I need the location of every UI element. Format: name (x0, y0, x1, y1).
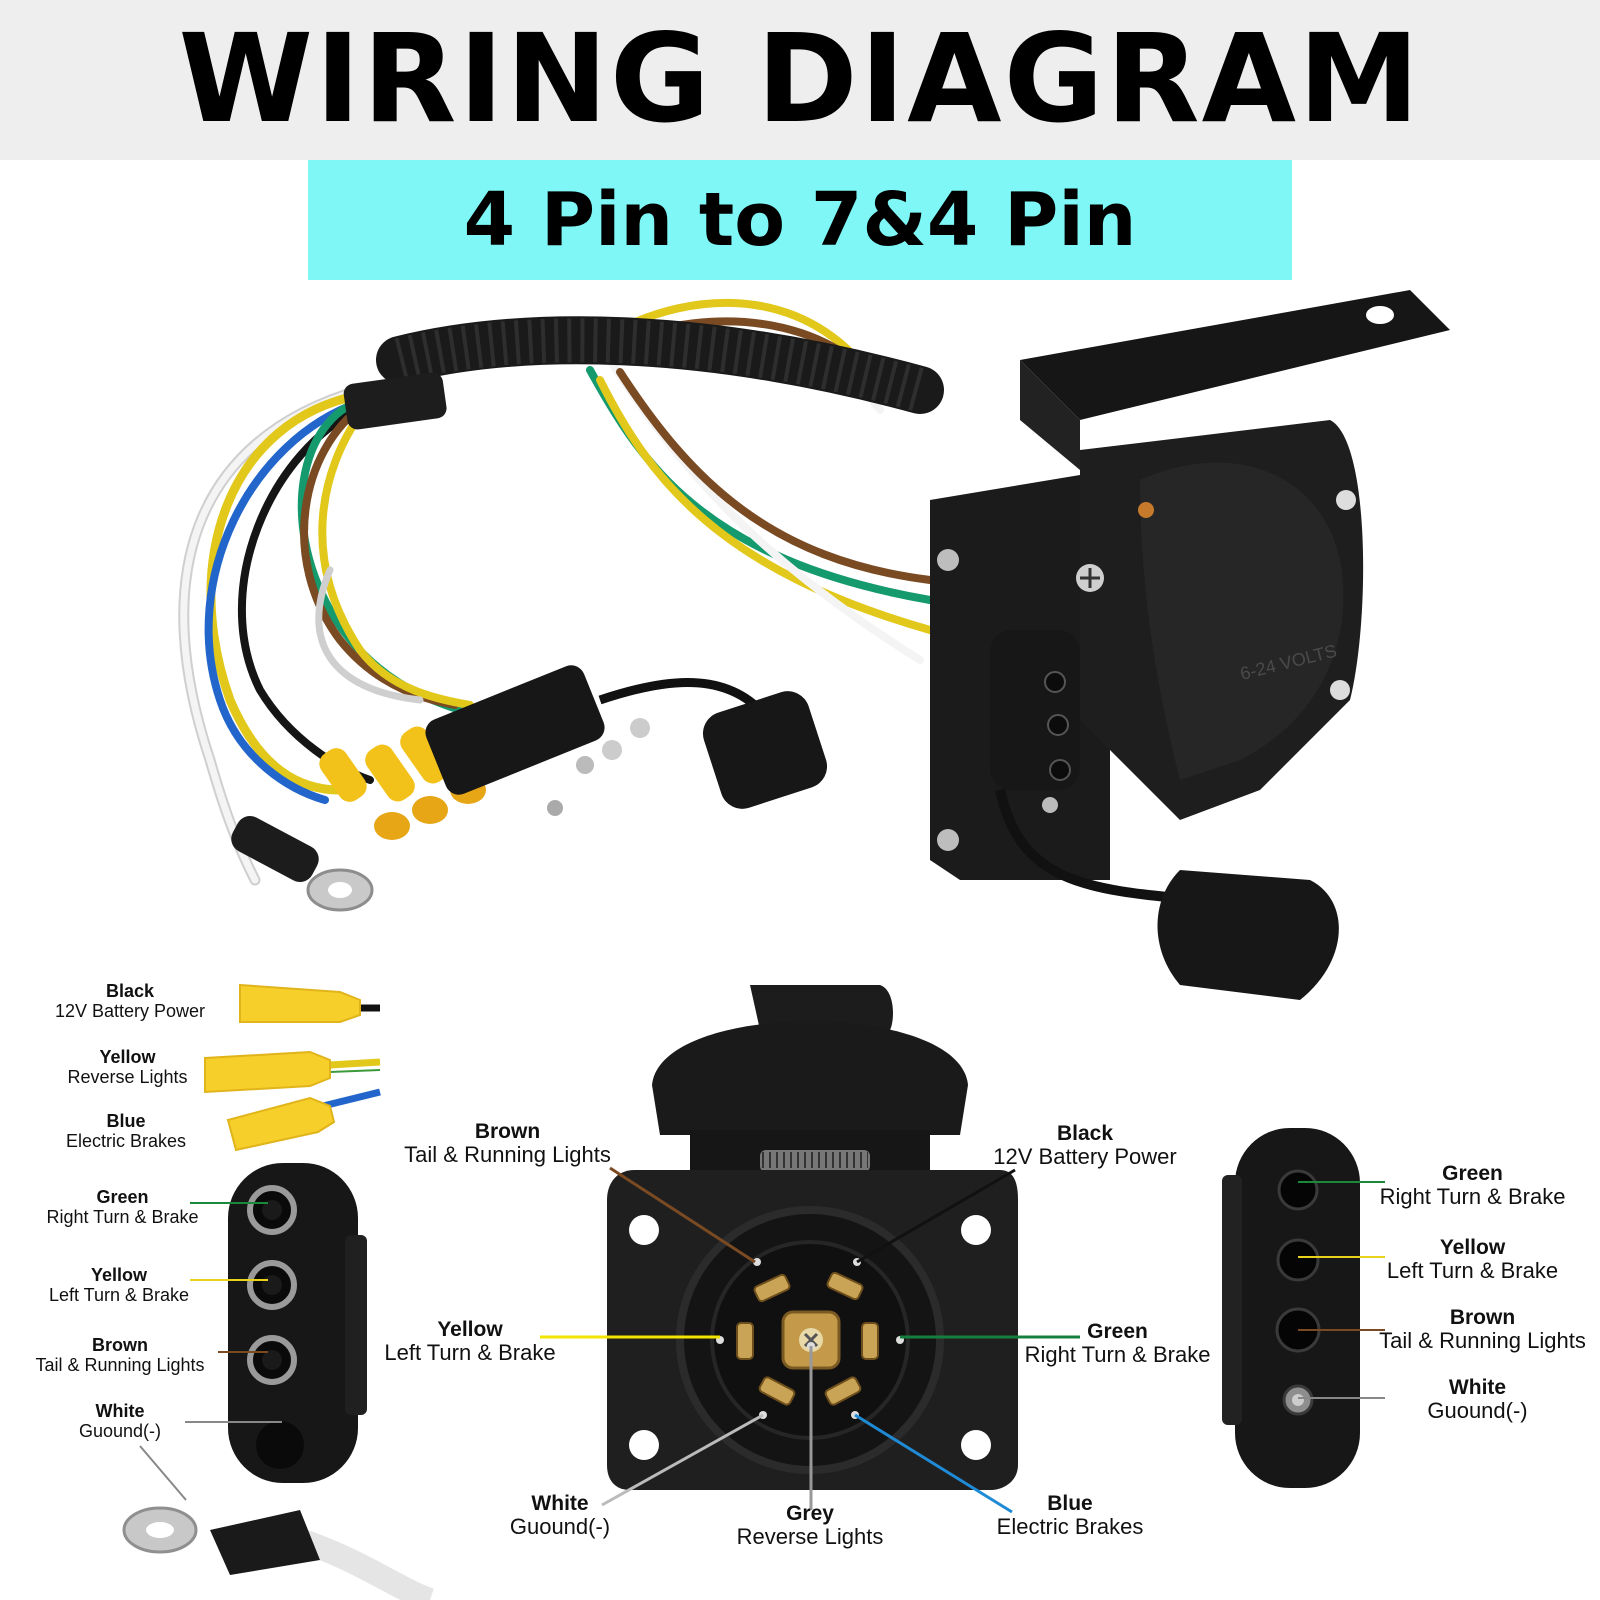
flat-4pin-plug (425, 665, 828, 816)
pin-label-function: Guound(-) (509, 1514, 611, 1540)
left-label-yellow-left-turn: Yellow Left Turn & Brake (30, 1265, 208, 1306)
pin-label-white: White Guound(-) (500, 1492, 620, 1539)
left-label-color: White (95, 1401, 145, 1421)
pin-label-color: Green (1087, 1320, 1148, 1343)
left-label-white: White Guound(-) (60, 1401, 180, 1442)
pin-label-color: Yellow (437, 1318, 503, 1341)
pin-label-color: White (531, 1492, 589, 1515)
left-label-blue: Blue Electric Brakes (40, 1111, 212, 1152)
subtitle-banner: 4 Pin to 7&4 Pin (308, 160, 1292, 280)
right-label-brown: Brown Tail & Running Lights (1370, 1306, 1595, 1353)
pin-label-color: Grey (786, 1502, 834, 1525)
right-label-yellow: Yellow Left Turn & Brake (1380, 1236, 1565, 1283)
left-label-function: 12V Battery Power (54, 1000, 206, 1021)
left-label-color: Blue (106, 1111, 146, 1131)
left-leader-lines (139, 1202, 282, 1501)
header-bar: WIRING DIAGRAM (0, 0, 1600, 160)
right-label-color: Brown (1449, 1306, 1516, 1329)
page-subtitle: 4 Pin to 7&4 Pin (463, 177, 1137, 263)
right-label-function: Guound(-) (1427, 1398, 1528, 1424)
left-ring-terminal (122, 1506, 435, 1600)
mounted-7pin-housing: 6-24 VOLTS (930, 290, 1450, 1000)
left-label-color: Green (96, 1187, 149, 1207)
yellow-wire (206, 390, 365, 795)
seven-pin-leader-lines (540, 1166, 1080, 1514)
pin-label-function: Right Turn & Brake (1024, 1342, 1211, 1368)
left-label-function: Reverse Lights (67, 1066, 188, 1087)
left-label-function: Right Turn & Brake (46, 1206, 199, 1227)
right-label-function: Tail & Running Lights (1379, 1328, 1586, 1354)
pin-label-blue: Blue Electric Brakes (990, 1492, 1150, 1539)
left-label-color: Black (105, 981, 155, 1001)
left-4pin-plug (228, 1163, 367, 1483)
pin-label-green: Green Right Turn & Brake (1015, 1320, 1220, 1367)
right-label-color: Green (1442, 1162, 1503, 1185)
pin-label-function: 12V Battery Power (993, 1144, 1177, 1170)
blue-wire (204, 398, 364, 804)
right-label-color: Yellow (1439, 1236, 1506, 1259)
pin-label-function: Reverse Lights (736, 1524, 884, 1550)
pin-label-function: Electric Brakes (996, 1514, 1144, 1540)
left-label-function: Electric Brakes (65, 1130, 187, 1151)
right-label-green: Green Right Turn & Brake (1370, 1162, 1575, 1209)
left-label-color: Brown (92, 1335, 148, 1355)
left-label-black: Black 12V Battery Power (40, 981, 220, 1022)
left-label-green: Green Right Turn & Brake (30, 1187, 215, 1228)
left-label-function: Guound(-) (78, 1420, 162, 1441)
pin-label-yellow: Yellow Left Turn & Brake (375, 1318, 565, 1365)
pin-label-function: Tail & Running Lights (404, 1142, 611, 1168)
pin-label-color: Blue (1047, 1492, 1093, 1515)
wire-loom (343, 316, 944, 430)
pin-label-black: Black 12V Battery Power (985, 1122, 1185, 1169)
right-label-white: White Guound(-) (1420, 1376, 1535, 1423)
left-label-function: Left Turn & Brake (48, 1284, 190, 1305)
left-label-function: Tail & Running Lights (35, 1354, 205, 1375)
ring-terminal (231, 816, 374, 912)
right-leader-lines (1298, 1181, 1385, 1399)
butt-connectors (319, 726, 486, 840)
left-label-color: Yellow (99, 1047, 156, 1067)
left-label-brown: Brown Tail & Running Lights (20, 1335, 220, 1376)
right-label-color: White (1448, 1376, 1507, 1399)
pin-label-color: Brown (474, 1120, 541, 1143)
pin-label-brown: Brown Tail & Running Lights (395, 1120, 620, 1167)
page-title: WIRING DIAGRAM (178, 8, 1422, 150)
pin-label-color: Black (1056, 1122, 1114, 1145)
pin-label-function: Left Turn & Brake (384, 1340, 556, 1366)
left-label-color: Yellow (90, 1265, 148, 1285)
seven-pin-socket (607, 985, 1018, 1490)
pin-label-grey: Grey Reverse Lights (725, 1502, 895, 1549)
left-label-yellow-reverse: Yellow Reverse Lights (40, 1047, 215, 1088)
right-label-function: Right Turn & Brake (1379, 1184, 1566, 1210)
right-label-function: Left Turn & Brake (1386, 1258, 1559, 1284)
left-butt-connectors (204, 983, 381, 1152)
